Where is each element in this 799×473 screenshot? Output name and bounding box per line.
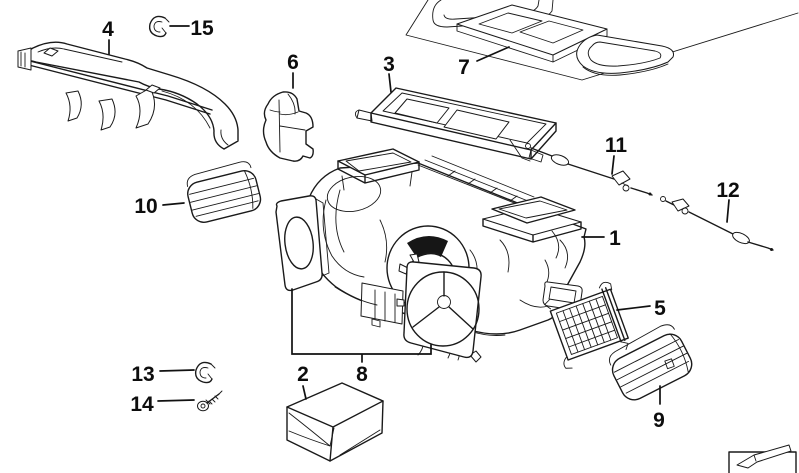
part-9-air-duct [608,324,693,401]
brand-arrow-box [728,444,797,473]
part-4-upper-cover [17,41,239,150]
bracket-part-8 [291,288,432,363]
callout-label-8[interactable]: 8 [356,363,368,386]
callout-label-6[interactable]: 6 [287,51,299,74]
callout-label-7[interactable]: 7 [458,56,470,79]
part-10-air-duct [186,161,262,223]
part-8-seal-plate-left [275,195,330,292]
part-7-gasket-set [405,0,799,81]
callout-label-5[interactable]: 5 [654,297,666,320]
part-15-clip [148,15,170,38]
callout-label-10[interactable]: 10 [134,195,157,218]
part-1-heater-housing [303,148,587,361]
callout-leaders [108,25,730,405]
part-12-bowden-cable [660,196,774,251]
callout-label-9[interactable]: 9 [653,409,665,432]
part-14-screw [197,390,223,412]
callout-label-1[interactable]: 1 [609,227,621,250]
part-6-bracket [262,91,314,162]
part-11-bowden-cable [525,143,653,196]
part-3-cover-frame [354,87,557,163]
callout-label-15[interactable]: 15 [190,17,214,40]
callout-labels: 1 2 3 4 5 6 7 8 9 10 11 12 13 14 15 [102,17,740,432]
callout-label-2[interactable]: 2 [297,363,309,386]
part-2-seal-kit-box [286,382,384,462]
callout-label-3[interactable]: 3 [383,53,395,76]
callout-label-12[interactable]: 12 [716,179,739,202]
callout-label-11[interactable]: 11 [605,134,628,157]
part-8-seal-frame-right [396,253,482,363]
part-13-clip [194,361,216,384]
callout-label-13[interactable]: 13 [131,363,154,386]
callout-label-4[interactable]: 4 [102,18,114,41]
part-5-grille [544,281,629,369]
callout-label-14[interactable]: 14 [130,393,154,416]
